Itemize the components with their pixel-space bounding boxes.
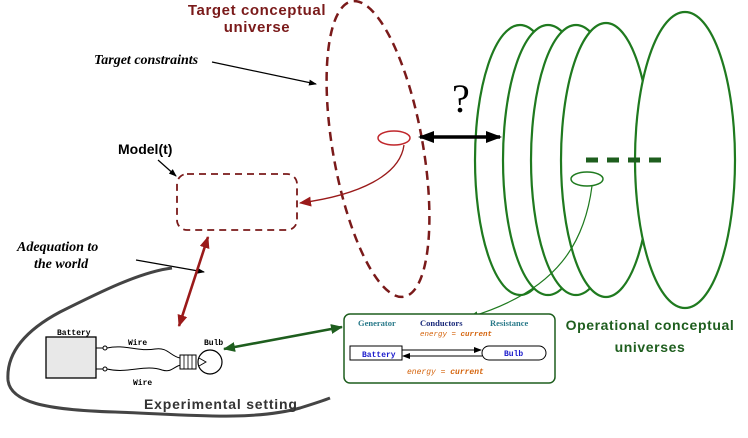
concept-bulb-label: Bulb	[504, 350, 523, 359]
energy-value-bottom: current	[450, 368, 484, 377]
model-label-pointer	[157, 159, 177, 177]
mapping-double-arrow	[223, 324, 343, 352]
target-to-model-arrow	[299, 144, 405, 207]
concept-box: Generator Conductors Resistance energy =…	[343, 313, 556, 384]
circuit-wire-bottom-label: Wire	[133, 379, 152, 388]
model-box	[176, 173, 298, 231]
wire-top	[106, 346, 181, 359]
target-universe-ellipse	[325, 0, 431, 299]
target-constraints-pointer	[211, 61, 317, 86]
energy-relation-top: energy = current	[420, 331, 493, 339]
concept-bulb-box	[481, 345, 547, 361]
experimental-setting-boundary	[6, 266, 331, 418]
operational-label-line2: universes	[615, 339, 686, 355]
question-mark: ?	[452, 76, 470, 121]
target-constraints-label: Target constraints	[94, 53, 199, 68]
target-concept-node	[377, 130, 411, 146]
energy-prefix-top: energy =	[420, 331, 461, 339]
battery-box	[45, 336, 97, 379]
concept-conductors: Conductors	[420, 318, 463, 328]
concept-box-frame	[343, 313, 556, 384]
energy-relation-bottom: energy = current	[407, 368, 484, 377]
adequation-label-line2: the world	[34, 257, 89, 272]
concept-generator: Generator	[358, 318, 396, 328]
model-label: Model(t)	[118, 141, 172, 157]
concept-battery-label: Battery	[362, 351, 396, 360]
target-universe-label-line1: Target conceptual	[188, 2, 326, 19]
bulb-glass	[197, 349, 223, 375]
operational-to-box-arrow	[469, 185, 593, 319]
operational-concept-node	[570, 171, 604, 187]
circuit-drawing: Battery Wire Wire Bulb	[45, 329, 223, 388]
concept-resistance: Resistance	[490, 318, 528, 328]
circuit-wire-top-label: Wire	[128, 339, 147, 348]
experimental-setting-label: Experimental setting	[144, 396, 298, 412]
energy-value-top: current	[461, 331, 493, 339]
adequation-double-arrow	[177, 236, 210, 327]
energy-prefix-bottom: energy =	[407, 368, 450, 377]
operational-label-line1: Operational conceptual	[566, 317, 735, 333]
target-universe	[325, 0, 431, 299]
adequation-pointer	[135, 259, 205, 274]
circuit-bulb-label: Bulb	[204, 339, 223, 348]
terminal	[102, 345, 108, 351]
adequation-label-line1: Adequation to	[16, 240, 98, 255]
terminal	[102, 366, 108, 372]
target-universe-label-line2: universe	[224, 19, 291, 36]
circuit-battery-label: Battery	[57, 329, 91, 338]
operational-universes-stack	[473, 10, 737, 310]
wire-bottom	[106, 364, 182, 372]
bulb-filament	[198, 357, 207, 367]
